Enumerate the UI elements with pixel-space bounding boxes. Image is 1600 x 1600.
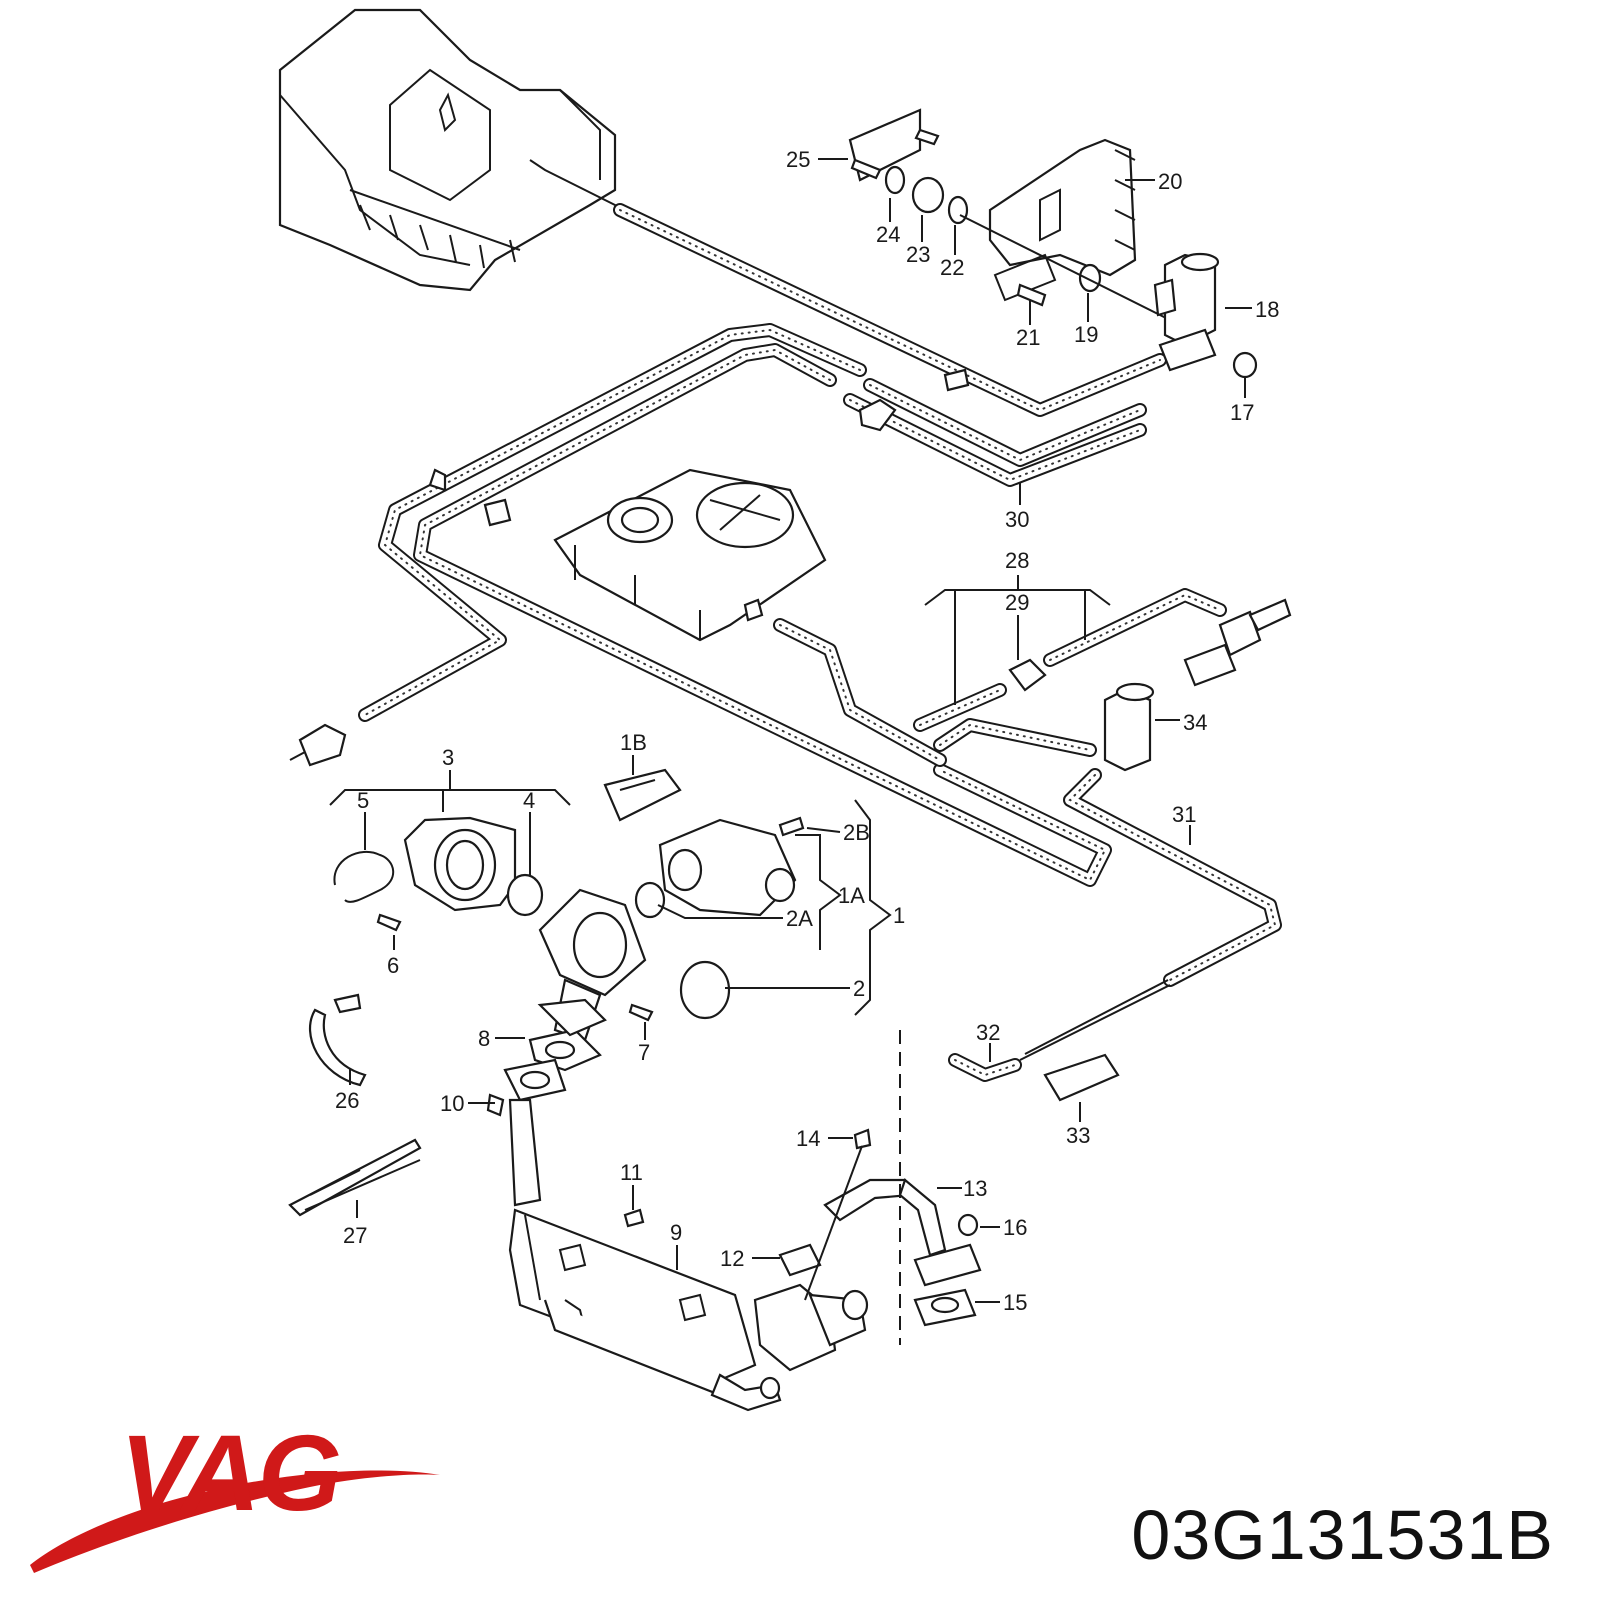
callout-5: 5 [357,788,369,813]
callout-15: 15 [1003,1290,1027,1315]
bracket-20 [988,138,1137,277]
hose-clips [428,368,970,527]
callout-11: 11 [620,1160,643,1185]
callout-29: 29 [1005,590,1029,615]
callout-22: 22 [940,255,964,280]
egr-cooler-assembly [508,1098,982,1412]
callout-8: 8 [478,1026,490,1051]
callout-4: 4 [523,788,535,813]
callout-2A: 2A [786,906,813,931]
callout-1A: 1A [838,883,865,908]
callout-28: 28 [1005,548,1029,573]
callout-3: 3 [442,745,454,770]
callout-24: 24 [876,222,900,247]
callout-16: 16 [1003,1215,1027,1240]
callout-1: 1 [893,903,905,928]
callout-6: 6 [387,953,399,978]
callout-33: 33 [1066,1123,1090,1148]
callout-21: 21 [1016,325,1040,350]
callout-27: 27 [343,1223,367,1248]
engine-cover [553,468,827,642]
callout-1B: 1B [620,730,647,755]
vacuum-hoses [358,203,1282,1082]
callout-7: 7 [638,1040,650,1065]
brand-logo-text: VAG [120,1412,342,1533]
air-filter-housing [278,8,626,292]
valve-bracket-assembly [848,108,1258,379]
leader-lines [329,158,1252,1303]
misc-parts [288,993,1120,1217]
callout-2B: 2B [843,820,870,845]
fittings [289,598,1292,772]
callout-19: 19 [1074,322,1098,347]
callout-labels: 25 20 24 23 22 21 19 18 17 30 28 29 34 1… [335,147,1279,1315]
callout-31: 31 [1172,802,1196,827]
callout-25: 25 [786,147,810,172]
callout-10: 10 [440,1091,464,1116]
callout-26: 26 [335,1088,359,1113]
callout-34: 34 [1183,710,1207,735]
callout-18: 18 [1255,297,1279,322]
vag-logo-swoosh-icon [30,1470,440,1573]
callout-23: 23 [906,242,930,267]
callout-12: 12 [720,1246,744,1271]
throttle-body-assembly [333,768,805,1117]
callout-2: 2 [853,976,865,1001]
part-number: 03G131531B [1131,1496,1554,1574]
callout-32: 32 [976,1020,1000,1045]
callout-30: 30 [1005,507,1029,532]
callout-20: 20 [1158,169,1182,194]
valve-18 [1163,253,1217,347]
callout-17: 17 [1230,400,1254,425]
callout-13: 13 [963,1176,987,1201]
callout-14: 14 [796,1126,820,1151]
callout-9: 9 [670,1220,682,1245]
valve-34 [1103,688,1152,772]
